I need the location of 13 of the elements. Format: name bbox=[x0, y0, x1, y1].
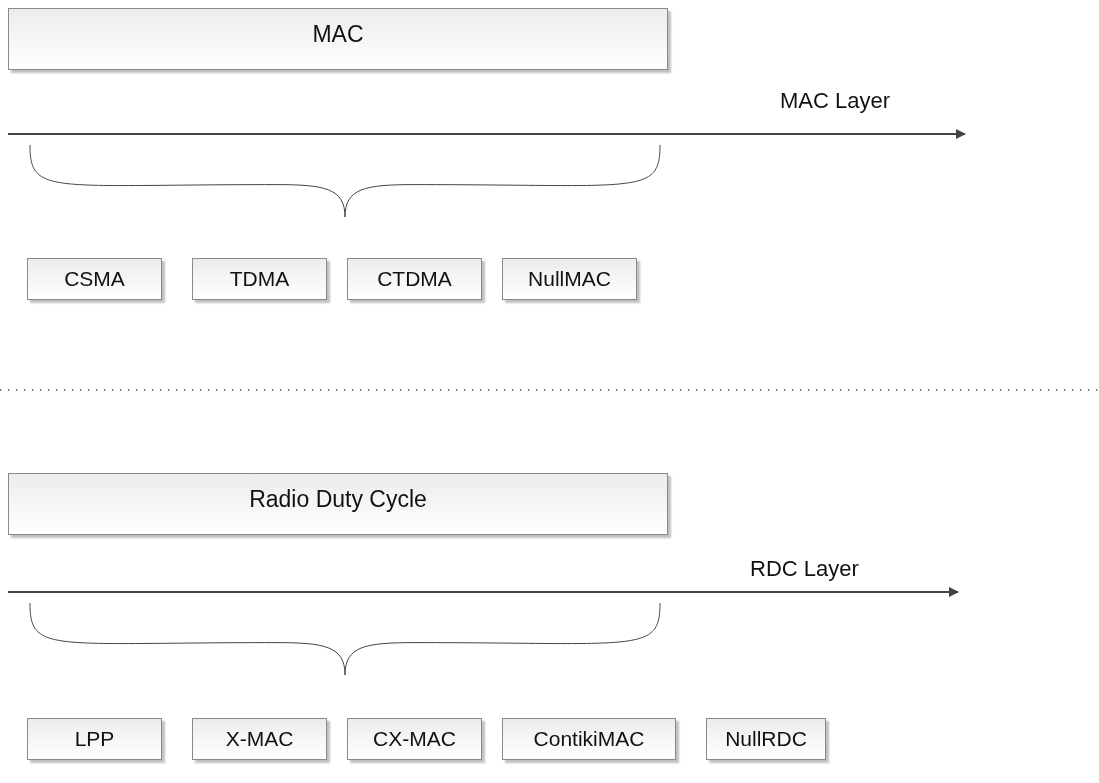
layer-label: RDC Layer bbox=[750, 556, 859, 582]
layer-box: MAC bbox=[8, 8, 668, 70]
protocol-box: NullMAC bbox=[502, 258, 637, 300]
layer-label: MAC Layer bbox=[780, 88, 891, 114]
protocol-box: TDMA bbox=[192, 258, 327, 300]
layer-box: Radio Duty Cycle bbox=[8, 473, 668, 535]
protocol-box: CTDMA bbox=[347, 258, 482, 300]
protocol-box: LPP bbox=[27, 718, 162, 760]
protocol-box: NullRDC bbox=[706, 718, 826, 760]
protocol-box: X-MAC bbox=[192, 718, 327, 760]
protocol-box: CSMA bbox=[27, 258, 162, 300]
protocol-box: ContikiMAC bbox=[502, 718, 676, 760]
protocol-box: CX-MAC bbox=[347, 718, 482, 760]
